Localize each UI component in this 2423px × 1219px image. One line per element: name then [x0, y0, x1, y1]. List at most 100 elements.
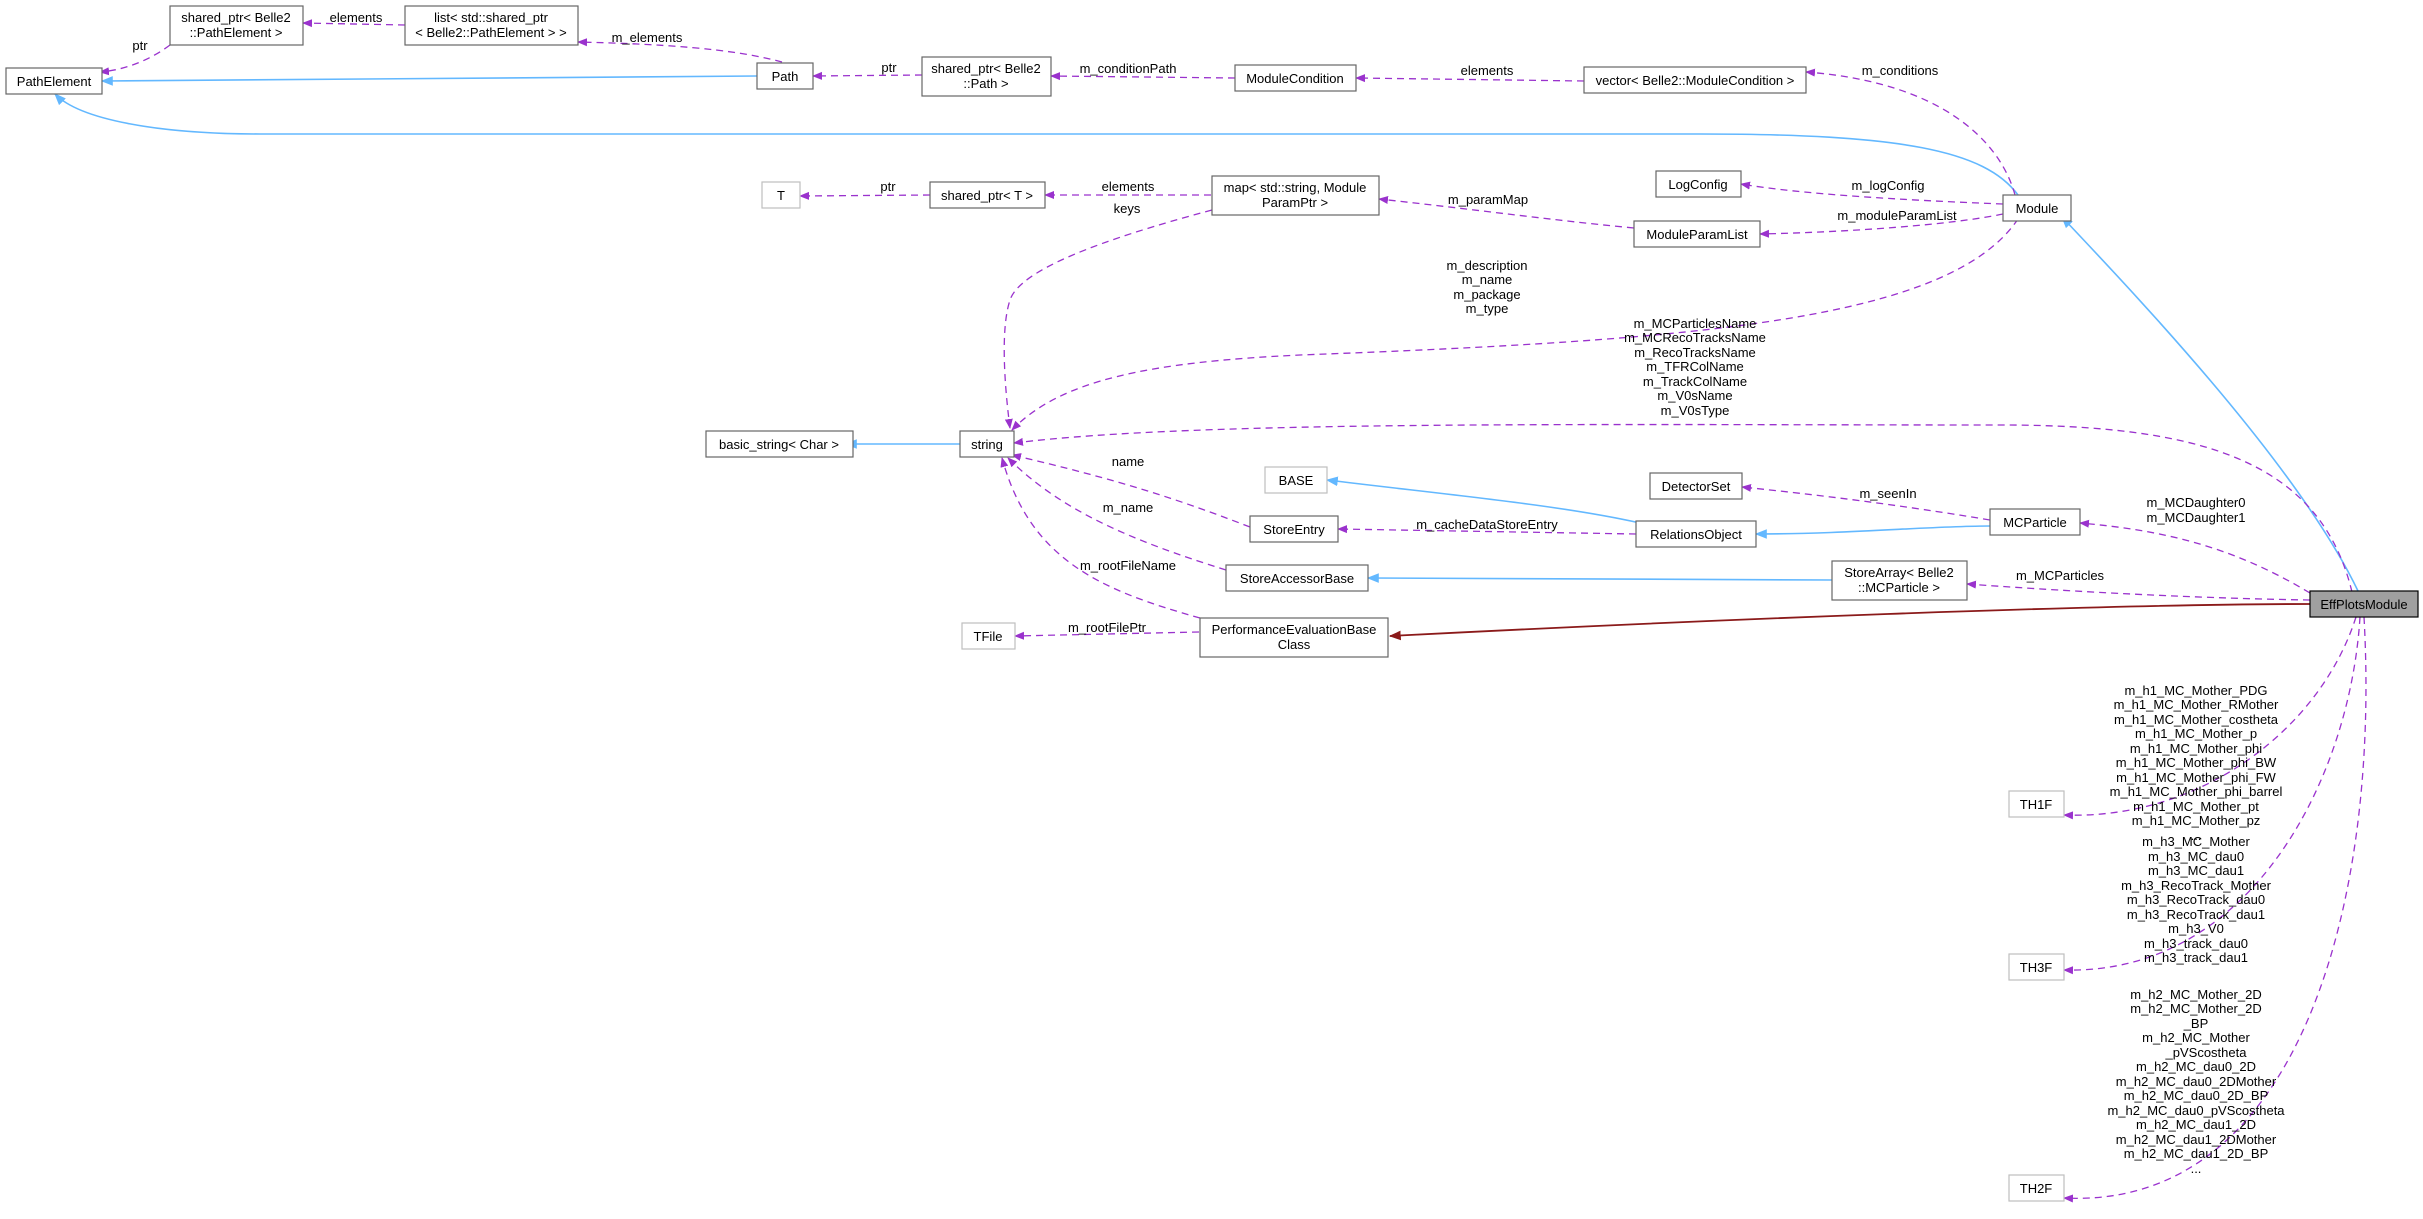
- edge-th2f: [2063, 616, 2367, 1203]
- node-list-shared-ptr-label-0: list< std::shared_ptr: [434, 10, 548, 25]
- label-ptr-c: ptr: [880, 179, 896, 194]
- node-storeentry[interactable]: StoreEntry: [1249, 515, 1339, 543]
- node-shared-ptr-pathelement-label-0: shared_ptr< Belle2: [181, 10, 291, 25]
- node-t-label: T: [777, 188, 785, 203]
- node-logconfig[interactable]: LogConfig: [1655, 170, 1742, 198]
- label-m-elements: m_elements: [612, 30, 683, 45]
- label-th3f-0: m_h3_MC_Mother: [2142, 834, 2250, 849]
- label-th2f-10: m_h2_MC_dau1_2DMother: [2116, 1132, 2277, 1147]
- label-th2f-7: m_h2_MC_dau0_2D_BP: [2124, 1088, 2269, 1103]
- nodes: PathElement shared_ptr< Belle2 ::PathEle…: [5, 5, 2419, 1202]
- edge-m-conditions: [1805, 68, 2016, 196]
- label-m-seenin: m_seenIn: [1859, 486, 1916, 501]
- label-th2f-1: m_h2_MC_Mother_2D: [2130, 1001, 2262, 1016]
- label-th3f-5: m_h3_RecoTrack_dau1: [2127, 907, 2265, 922]
- node-perfevalbase[interactable]: PerformanceEvaluationBase Class: [1199, 617, 1389, 658]
- label-th2f-8: m_h2_MC_dau0_pVScostheta: [2107, 1103, 2285, 1118]
- label-name: name: [1112, 454, 1145, 469]
- edge-path-to-pathelement: [100, 75, 758, 86]
- label-th3f-1: m_h3_MC_dau0: [2148, 849, 2244, 864]
- node-th3f[interactable]: TH3F: [2008, 953, 2065, 981]
- node-modulecondition[interactable]: ModuleCondition: [1234, 64, 1357, 92]
- node-detectorset[interactable]: DetectorSet: [1649, 472, 1743, 500]
- node-base[interactable]: BASE: [1264, 466, 1328, 494]
- edge-m-name-storeaccessor: [1007, 457, 1227, 571]
- node-shared-ptr-pathelement[interactable]: shared_ptr< Belle2 ::PathElement >: [169, 5, 304, 46]
- label-th2f-9: m_h2_MC_dau1_2D: [2136, 1117, 2256, 1132]
- node-shared-ptr-path[interactable]: shared_ptr< Belle2 ::Path >: [921, 56, 1052, 97]
- node-basic-string[interactable]: basic_string< Char >: [705, 430, 854, 458]
- label-eff-strings-1: m_MCRecoTracksName: [1624, 330, 1766, 345]
- label-th1f-5: m_h1_MC_Mother_phi_BW: [2116, 755, 2277, 770]
- label-th2f-12: ...: [2191, 1161, 2202, 1176]
- node-effplotsmodule[interactable]: EffPlotsModule: [2309, 590, 2419, 618]
- edge-effplots-to-module: [2061, 216, 2359, 592]
- label-eff-strings-0: m_MCParticlesName: [1634, 316, 1757, 331]
- th2f-member-labels: m_h2_MC_Mother_2D m_h2_MC_Mother_2D _BP …: [2107, 987, 2285, 1176]
- label-ptr-b: ptr: [881, 60, 897, 75]
- node-th1f[interactable]: TH1F: [2008, 790, 2065, 818]
- edge-m-cache: [1337, 525, 1637, 535]
- label-m-name: m_name: [1103, 500, 1154, 515]
- node-tfile[interactable]: TFile: [961, 622, 1016, 650]
- edge-elements-list: [302, 19, 406, 28]
- label-eff-strings-2: m_RecoTracksName: [1634, 345, 1756, 360]
- edge-th3f: [2063, 616, 2361, 975]
- label-elements-b: elements: [1461, 63, 1514, 78]
- label-th1f-0: m_h1_MC_Mother_PDG: [2124, 683, 2267, 698]
- node-string[interactable]: string: [959, 430, 1015, 458]
- edge-m-condition-path: [1050, 72, 1236, 81]
- node-map-param[interactable]: map< std::string, Module ParamPtr >: [1211, 175, 1380, 216]
- edges: [54, 19, 2367, 1203]
- node-mcparticle[interactable]: MCParticle: [1989, 508, 2081, 536]
- label-th1f-8: m_h1_MC_Mother_pt: [2133, 799, 2259, 814]
- node-th2f-label: TH2F: [2020, 1181, 2053, 1196]
- label-module-strings-1: m_name: [1462, 272, 1513, 287]
- node-modulecondition-label: ModuleCondition: [1246, 71, 1344, 86]
- node-pathelement[interactable]: PathElement: [5, 67, 103, 95]
- label-th3f-3: m_h3_RecoTrack_Mother: [2121, 878, 2271, 893]
- node-shared-ptr-t[interactable]: shared_ptr< T >: [929, 181, 1046, 209]
- edge-module-to-pathelement: [54, 93, 2019, 196]
- node-storeaccessorbase[interactable]: StoreAccessorBase: [1225, 564, 1369, 592]
- label-th3f-8: m_h3_track_dau1: [2144, 950, 2248, 965]
- label-th2f-5: m_h2_MC_dau0_2D: [2136, 1059, 2256, 1074]
- edge-name-storeentry: [1011, 453, 1251, 528]
- edge-effplots-to-perfeval: [1388, 603, 2311, 641]
- node-storearray-label-1: ::MCParticle >: [1858, 580, 1940, 595]
- node-vector-modulecondition-label: vector< Belle2::ModuleCondition >: [1596, 73, 1795, 88]
- node-basic-string-label: basic_string< Char >: [719, 437, 839, 452]
- node-perfevalbase-label-1: Class: [1278, 637, 1311, 652]
- node-moduleparamlist-label: ModuleParamList: [1646, 227, 1748, 242]
- label-m-mcparticles: m_MCParticles: [2016, 568, 2105, 583]
- label-th2f-0: m_h2_MC_Mother_2D: [2130, 987, 2262, 1002]
- node-pathelement-label: PathElement: [17, 74, 92, 89]
- node-t[interactable]: T: [761, 181, 801, 209]
- edge-labels: ptr elements m_elements ptr m_conditionP…: [132, 10, 2285, 1176]
- node-th1f-label: TH1F: [2020, 797, 2053, 812]
- node-storearray[interactable]: StoreArray< Belle2 ::MCParticle >: [1831, 560, 1968, 601]
- label-th1f-2: m_h1_MC_Mother_costheta: [2114, 712, 2279, 727]
- node-storeentry-label: StoreEntry: [1263, 522, 1325, 537]
- node-list-shared-ptr[interactable]: list< std::shared_ptr < Belle2::PathElem…: [404, 5, 579, 46]
- node-module[interactable]: Module: [2002, 194, 2072, 222]
- label-eff-strings-3: m_TFRColName: [1646, 359, 1744, 374]
- edge-relations-to-base: [1325, 476, 1641, 524]
- edge-m-elements-path: [577, 38, 783, 63]
- label-m-rootfilename: m_rootFileName: [1080, 558, 1176, 573]
- node-map-param-label-1: ParamPtr >: [1262, 195, 1328, 210]
- label-th1f-3: m_h1_MC_Mother_p: [2135, 726, 2257, 741]
- node-th3f-label: TH3F: [2020, 960, 2053, 975]
- node-vector-modulecondition[interactable]: vector< Belle2::ModuleCondition >: [1583, 66, 1807, 94]
- node-th2f[interactable]: TH2F: [2008, 1174, 2065, 1202]
- edge-m-parammap: [1378, 195, 1635, 229]
- label-module-strings-2: m_package: [1453, 287, 1520, 302]
- node-relationsobject[interactable]: RelationsObject: [1635, 520, 1757, 548]
- node-path[interactable]: Path: [756, 62, 814, 90]
- label-th2f-4: _pVScostheta: [2165, 1045, 2248, 1060]
- node-moduleparamlist[interactable]: ModuleParamList: [1633, 220, 1761, 248]
- label-elements-a: elements: [330, 10, 383, 25]
- node-logconfig-label: LogConfig: [1668, 177, 1727, 192]
- node-shared-ptr-t-label: shared_ptr< T >: [941, 188, 1033, 203]
